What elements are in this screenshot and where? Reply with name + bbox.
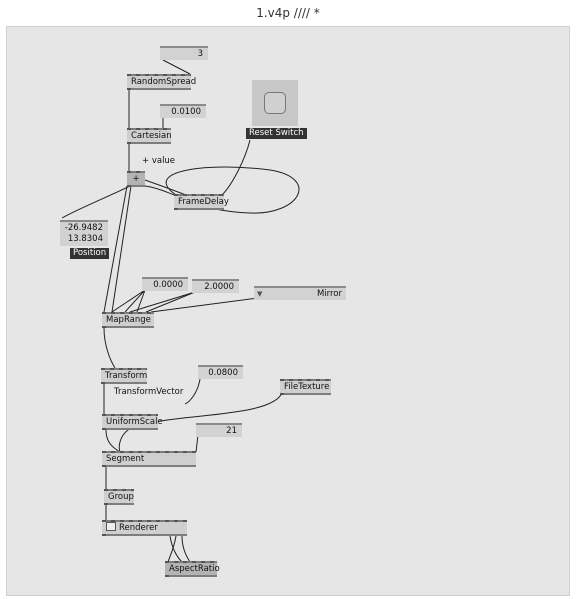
transform-node[interactable]: Transform [101, 368, 147, 384]
reset-switch-button[interactable] [252, 80, 298, 126]
switch-square-icon [264, 92, 286, 114]
position-y-value: 13.8304 [67, 234, 103, 244]
maprange-label: MapRange [106, 315, 151, 325]
spread-count-value: 3 [197, 49, 203, 59]
scale-iobox[interactable]: 0.0800 [198, 365, 243, 379]
position-label: Position [70, 248, 110, 259]
map-source-max-value: 2.0000 [204, 282, 234, 292]
spread-count-iobox[interactable]: 3 [160, 46, 208, 60]
segment-resolution-iobox[interactable]: 21 [196, 423, 242, 437]
add-node[interactable]: + [127, 171, 145, 187]
position-x-value: -26.9482 [64, 223, 103, 233]
add-label: + [132, 174, 140, 184]
segment-resolution-value: 21 [226, 426, 237, 436]
framedelay-node[interactable]: FrameDelay [174, 194, 229, 210]
transform-vector-comment: TransformVector [114, 387, 184, 397]
map-source-max-iobox[interactable]: 2.0000 [192, 279, 239, 293]
cartesian-length-iobox[interactable]: 0.0100 [160, 104, 206, 118]
map-source-min-iobox[interactable]: 0.0000 [142, 277, 188, 291]
filetexture-label: FileTexture [284, 382, 330, 392]
renderer-checkbox-icon[interactable] [106, 522, 116, 531]
uniformscale-label: UniformScale [106, 417, 163, 427]
uniformscale-node[interactable]: UniformScale [102, 414, 163, 430]
aspectratio-node[interactable]: AspectRatio [165, 561, 220, 577]
segment-label: Segment [106, 454, 145, 464]
mapping-mode-value: Mirror [316, 289, 342, 299]
scale-value: 0.0800 [208, 368, 238, 378]
aspectratio-label: AspectRatio [169, 564, 220, 574]
randomspread-label: RandomSpread [131, 77, 197, 87]
window-title: 1.v4p //// * [0, 0, 576, 26]
dropdown-arrow-icon: ▼ [257, 290, 263, 298]
cartesian-label: Cartesian [131, 131, 172, 141]
transform-label: Transform [105, 371, 148, 381]
framedelay-label: FrameDelay [178, 197, 229, 207]
renderer-node[interactable]: Renderer [102, 520, 187, 536]
group-label: Group [108, 492, 134, 502]
mapping-mode-dropdown[interactable]: ▼ Mirror [254, 286, 346, 300]
position-iobox[interactable]: -26.9482 13.8304 [60, 220, 108, 246]
maprange-node[interactable]: MapRange [102, 312, 154, 328]
renderer-label: Renderer [119, 523, 158, 533]
segment-node[interactable]: Segment [102, 451, 196, 467]
filetexture-node[interactable]: FileTexture [280, 379, 331, 395]
randomspread-node[interactable]: RandomSpread [127, 74, 196, 90]
cartesian-node[interactable]: Cartesian [127, 128, 172, 144]
group-node[interactable]: Group [104, 489, 134, 505]
cartesian-length-value: 0.0100 [171, 107, 201, 117]
reset-switch-label: Reset Switch [246, 128, 307, 139]
plus-value-comment: + value [142, 156, 176, 166]
map-source-min-value: 0.0000 [153, 280, 183, 290]
